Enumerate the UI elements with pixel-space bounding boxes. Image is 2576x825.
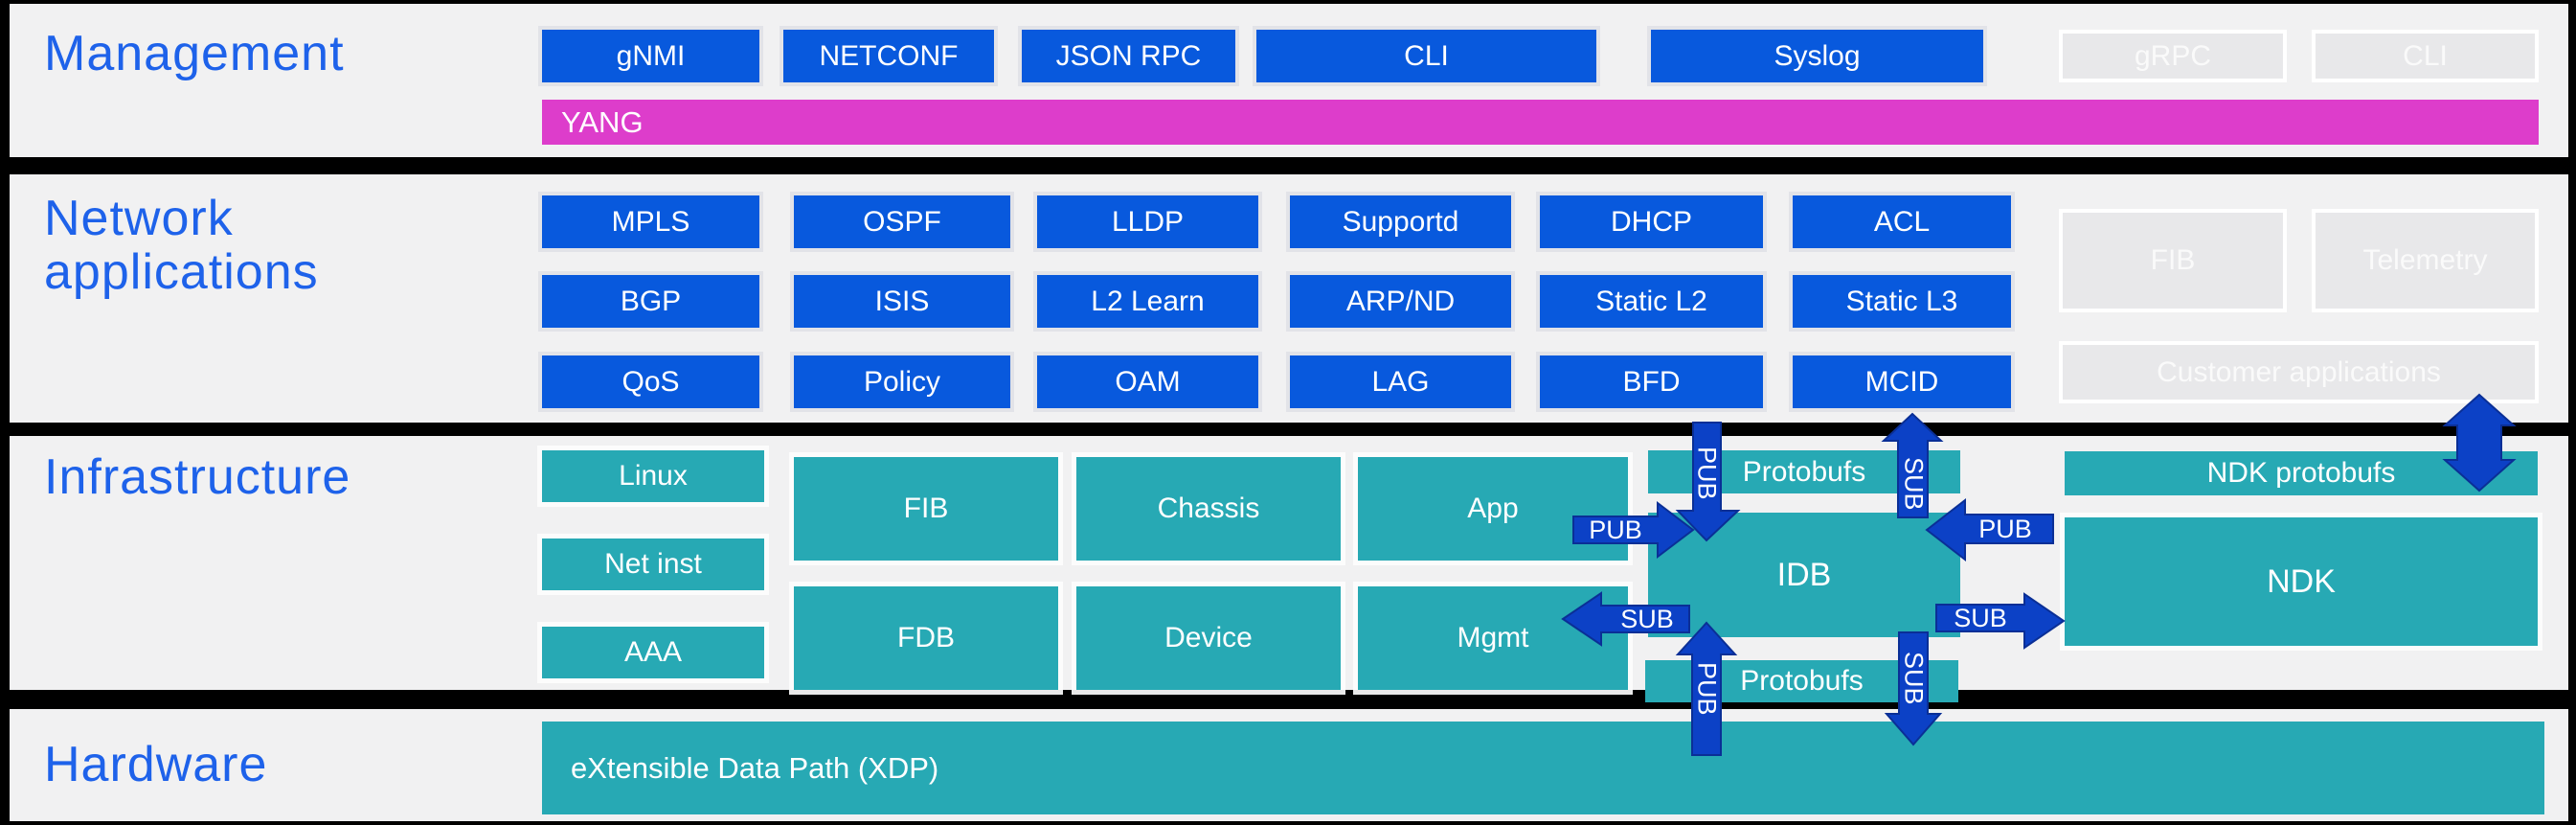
telemetry-disabled-box: Telemetry xyxy=(2312,209,2539,312)
protocol-cli-box: CLI xyxy=(1256,30,1596,82)
protocol-jsonrpc-box: JSON RPC xyxy=(1022,30,1235,82)
napp-staticl2-box: Static L2 xyxy=(1540,275,1763,328)
chassis-box: Chassis xyxy=(1076,457,1341,561)
napp-ospf-box: OSPF xyxy=(794,195,1010,248)
pub-down-arrow-label: PUB xyxy=(1692,447,1722,500)
management-title: Management xyxy=(44,26,345,81)
sub-left-arrow xyxy=(1561,591,1690,647)
napp-isis-box: ISIS xyxy=(794,275,1010,328)
xdp-bar: eXtensible Data Path (XDP) xyxy=(542,722,2544,814)
customer-ndk-double-arrow xyxy=(2442,393,2517,493)
linux-box: Linux xyxy=(542,450,764,502)
napp-bfd-box: BFD xyxy=(1540,355,1763,408)
mgmt-box: Mgmt xyxy=(1358,586,1628,690)
pub-up-arrow-label: PUB xyxy=(1692,662,1722,716)
protocol-netconf-box: NETCONF xyxy=(783,30,994,82)
infrastructure-title: Infrastructure xyxy=(44,449,351,505)
sub-left-arrow-label: SUB xyxy=(1620,604,1674,633)
hardware-title: Hardware xyxy=(44,737,268,792)
napp-qos-box: QoS xyxy=(542,355,759,408)
device-box: Device xyxy=(1076,586,1341,690)
sub-right-arrow-label: SUB xyxy=(1954,603,2007,632)
napp-bgp-box: BGP xyxy=(542,275,759,328)
pub-right-arrow-label: PUB xyxy=(1589,515,1642,544)
pub-left-arrow xyxy=(1925,497,2054,562)
napp-policy-box: Policy xyxy=(794,355,1010,408)
napp-oam-box: OAM xyxy=(1037,355,1258,408)
protocol-cli-disabled-box: CLI xyxy=(2312,30,2539,82)
network-apps-title-line2: applications xyxy=(44,244,319,300)
napp-dhcp-box: DHCP xyxy=(1540,195,1763,248)
sub-up-arrow-label: SUB xyxy=(1899,457,1929,511)
napp-l2learn-box: L2 Learn xyxy=(1037,275,1258,328)
sub-up-arrow xyxy=(1881,412,1944,518)
ndk-protobufs-bar: NDK protobufs xyxy=(2065,451,2538,495)
net-inst-box: Net inst xyxy=(542,539,764,590)
pub-down-arrow xyxy=(1675,422,1741,542)
sub-right-arrow xyxy=(1935,592,2066,650)
napp-arpnd-box: ARP/ND xyxy=(1290,275,1511,328)
napp-mpls-box: MPLS xyxy=(542,195,759,248)
napp-lldp-box: LLDP xyxy=(1037,195,1258,248)
napp-mcid-box: MCID xyxy=(1793,355,2011,408)
napp-lag-box: LAG xyxy=(1290,355,1511,408)
protocol-grpc-disabled-box: gRPC xyxy=(2059,30,2287,82)
network-apps-title: Network applications xyxy=(44,192,319,299)
pub-up-arrow xyxy=(1675,621,1738,756)
fib-disabled-box: FIB xyxy=(2059,209,2287,312)
napp-staticl3-box: Static L3 xyxy=(1793,275,2011,328)
sub-down-arrow xyxy=(1884,631,1943,746)
aaa-box: AAA xyxy=(542,627,764,678)
yang-bar: YANG xyxy=(542,100,2539,145)
ndk-box: NDK xyxy=(2065,517,2538,646)
protocol-gnmi-box: gNMI xyxy=(542,30,759,82)
fdb-box: FDB xyxy=(794,586,1058,690)
pub-left-arrow-label: PUB xyxy=(1978,514,2032,543)
network-apps-title-line1: Network xyxy=(44,191,234,246)
fib-box: FIB xyxy=(794,457,1058,561)
sub-down-arrow-label: SUB xyxy=(1899,652,1929,705)
pub-right-arrow xyxy=(1572,500,1695,560)
napp-acl-box: ACL xyxy=(1793,195,2011,248)
protocol-syslog-box: Syslog xyxy=(1651,30,1983,82)
napp-supportd-box: Supportd xyxy=(1290,195,1511,248)
customer-apps-box: Customer applications xyxy=(2059,341,2539,403)
